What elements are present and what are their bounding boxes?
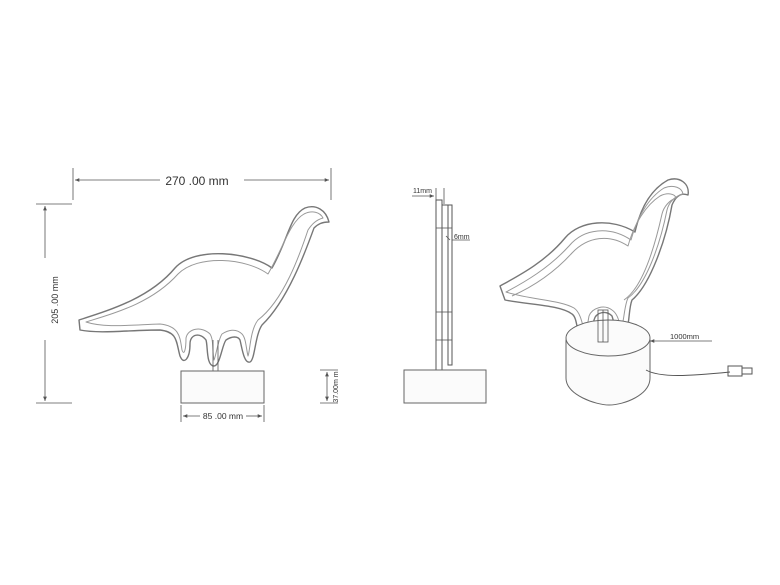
side-base <box>403 369 487 404</box>
base-width-label: 85 .00 mm <box>203 411 243 421</box>
front-base <box>180 370 265 404</box>
usb-plug-icon <box>727 365 743 377</box>
thickness-callouts: 11mm 6mm <box>412 188 470 241</box>
cable-length-dimension: 1000mm <box>650 332 712 343</box>
base-height-dimension: 37.00m m <box>320 369 340 404</box>
width-label: 270 .00 mm <box>165 174 228 188</box>
height-dimension: 205 .00 mm <box>36 203 72 404</box>
power-cable <box>645 365 753 377</box>
front-view: 270 .00 mm 205 .00 mm 85 .00 mm <box>36 168 332 422</box>
thickness-inner-label: 6mm <box>454 234 470 241</box>
base-width-dimension: 85 .00 mm <box>180 405 265 422</box>
thickness-outer-label: 11mm <box>413 188 432 195</box>
perspective-view: 1000mm <box>499 178 753 406</box>
height-label: 205 .00 mm <box>50 276 60 324</box>
base-height-label: 37.00m m <box>333 371 340 402</box>
dinosaur-neon-outline <box>78 206 330 372</box>
cable-length-label: 1000mm <box>670 332 699 341</box>
perspective-base <box>565 309 651 406</box>
side-view: 37.00m m 11mm 6mm <box>320 188 487 404</box>
width-dimension: 270 .00 mm <box>72 168 332 200</box>
side-profile <box>435 199 453 371</box>
perspective-dinosaur <box>499 178 689 340</box>
